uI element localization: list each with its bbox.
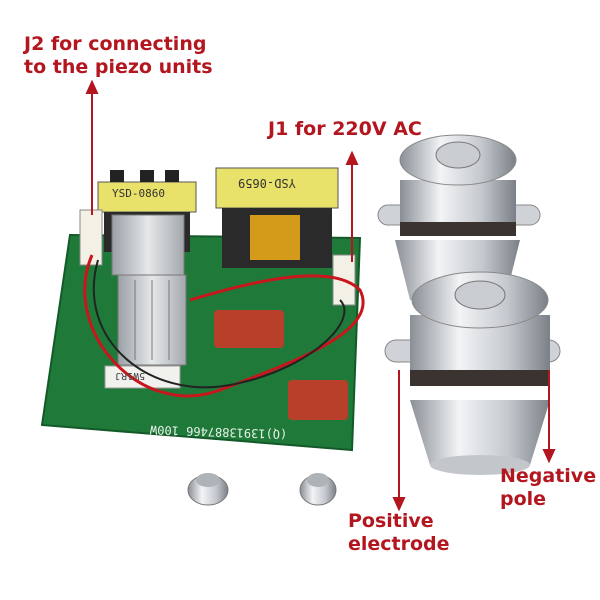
positive-label-line2: electrode (348, 533, 450, 555)
negative-label-line2: pole (500, 488, 547, 510)
capacitor (288, 380, 348, 420)
capacitor (214, 310, 284, 348)
heatsink (111, 214, 187, 366)
negative-pole-label: Negative pole (500, 465, 596, 511)
transformer-large-marking: YSD-0659 (238, 176, 296, 190)
j2-label-line2: to the piezo units (24, 56, 213, 78)
resistor-marking: 5W1RJ (115, 370, 146, 381)
j1-label: J1 for 220V AC (268, 118, 422, 140)
positive-electrode-label: Positive electrode (348, 510, 450, 556)
transformer-large (215, 167, 339, 268)
transformer-small-marking: YSD-0860 (112, 187, 165, 200)
arrowhead-icon (85, 79, 99, 94)
set-screw (299, 473, 337, 506)
set-screw (187, 473, 229, 506)
j2-label-line1: J2 for connecting (24, 33, 207, 55)
arrowhead-icon (542, 449, 556, 464)
j2-label: J2 for connecting to the piezo units (24, 33, 213, 79)
arrowhead-icon (392, 497, 406, 512)
arrowhead-icon (345, 150, 359, 165)
piezo-transducer (384, 271, 561, 475)
positive-label-line1: Positive (348, 510, 434, 532)
wire-black (92, 259, 346, 389)
negative-label-line1: Negative (500, 465, 597, 487)
